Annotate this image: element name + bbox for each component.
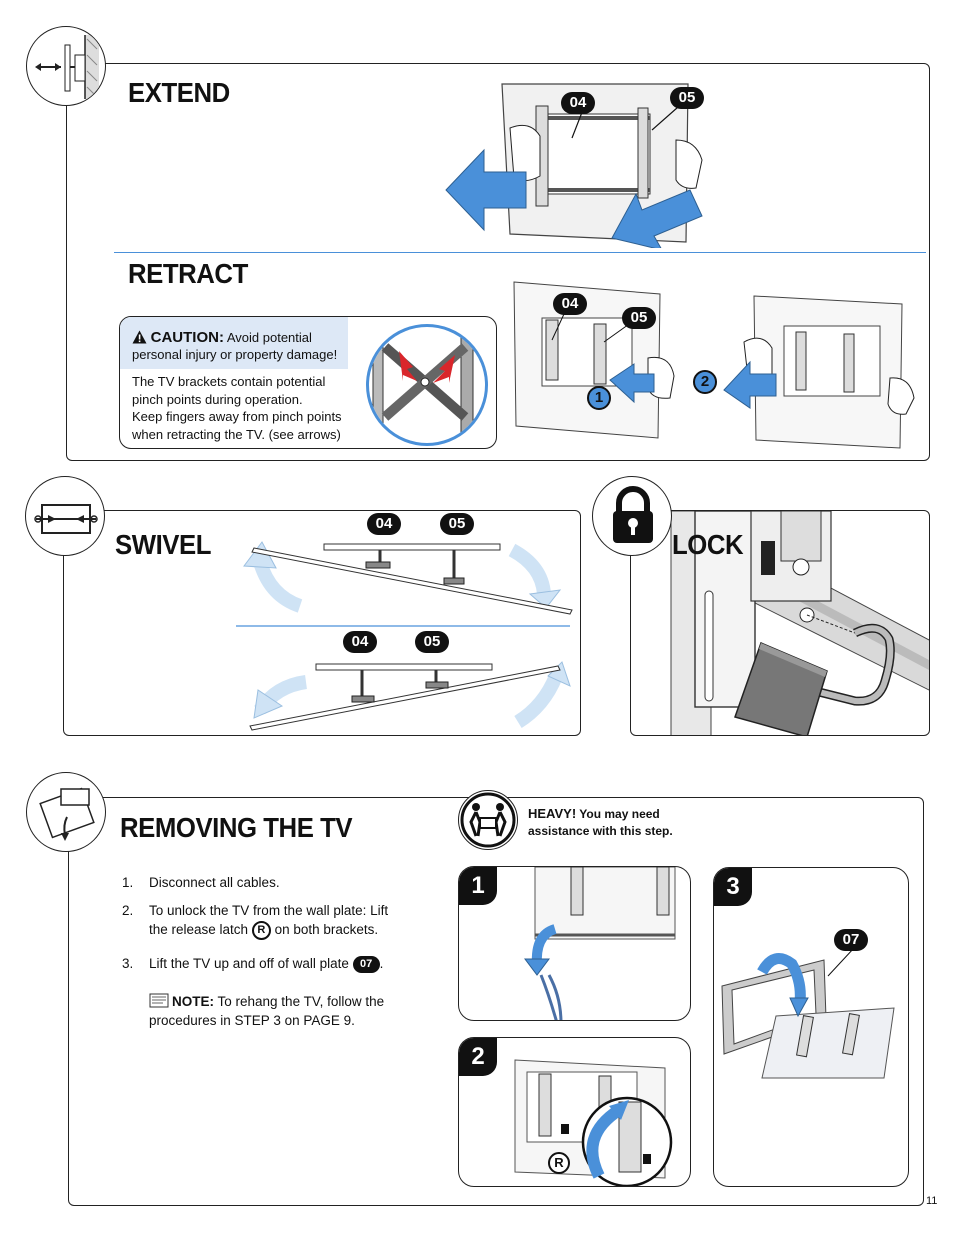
retract-callout-04: 04: [553, 293, 587, 315]
retract-step-1: 1: [587, 386, 611, 410]
caution-headline: CAUTION: Avoid potential personal injury…: [132, 329, 362, 363]
retract-callout-05: 05: [622, 307, 656, 329]
wall-plate-callout-07: 07: [834, 929, 868, 951]
step-number: 1.: [122, 875, 134, 890]
step-number: 3.: [122, 956, 134, 971]
figure-step-3: 3 07: [713, 867, 909, 1187]
caution-body-line: The TV brackets contain potential: [132, 374, 326, 389]
release-latch-callout: R: [548, 1152, 570, 1174]
heavy-label: HEAVY!: [528, 806, 577, 821]
remove-tv-icon: [26, 772, 106, 852]
figure-step-number: 3: [714, 868, 752, 906]
caution-body-line: pinch points during operation.: [132, 391, 303, 407]
caution-header: [120, 317, 348, 369]
extend-title: EXTEND: [128, 77, 230, 108]
step-number: 2.: [122, 903, 134, 918]
heavy-warning: HEAVY! You may need assistance with this…: [528, 805, 728, 840]
caution-body: The TV brackets contain potential pinch …: [132, 373, 357, 443]
release-latch-badge: R: [251, 920, 271, 940]
swivel-top-callout-05: 05: [440, 513, 474, 535]
figure-step-number: 1: [459, 867, 497, 905]
note-icon: [149, 993, 169, 1008]
instruction-step-3: 3. Lift the TV up and off of wall plate …: [122, 954, 412, 974]
note: NOTE: To rehang the TV, follow the proce…: [149, 992, 399, 1032]
caution-body-line: Keep fingers away from pinch points: [132, 409, 342, 424]
instruction-step-1: 1. Disconnect all cables.: [122, 873, 412, 893]
page-number: 11: [926, 1195, 938, 1207]
retract-illustration-1: [512, 280, 678, 440]
retract-step-2: 2: [693, 370, 717, 394]
caution-label: CAUTION:: [150, 329, 224, 346]
swivel-title: SWIVEL: [115, 529, 211, 560]
step-text: Lift the TV up and off of wall plate: [149, 956, 349, 971]
extend-retract-icon: [26, 26, 106, 106]
swivel-bottom-callout-04: 04: [343, 631, 377, 653]
pinch-point-detail: [366, 324, 488, 446]
caution-headline-line2: personal injury or property damage!: [132, 347, 338, 362]
wall-plate-badge: 07: [352, 955, 380, 973]
removing-tv-title: REMOVING THE TV: [120, 812, 353, 843]
retract-illustration-2: [694, 292, 916, 452]
heavy-text-line2: assistance with this step.: [528, 824, 673, 838]
heavy-text-line1: You may need: [579, 807, 660, 821]
lock-icon: [592, 476, 672, 556]
figure-step-1: 1: [458, 866, 691, 1021]
section-divider: [114, 252, 926, 253]
step-text: on both brackets.: [274, 922, 379, 937]
extend-callout-05: 05: [670, 87, 704, 109]
retract-title: RETRACT: [128, 258, 248, 289]
step-text: .: [379, 956, 384, 971]
figure-step-number: 2: [459, 1038, 497, 1076]
note-label: NOTE:: [172, 994, 214, 1009]
figure-step-2: 2 R: [458, 1037, 691, 1187]
step-text: Disconnect all cables.: [149, 875, 280, 890]
lock-panel: [630, 510, 930, 736]
step-text: To unlock the TV from the wall plate: Li…: [149, 903, 389, 937]
extend-illustration: [440, 78, 710, 248]
swivel-top-callout-04: 04: [367, 513, 401, 535]
swivel-bottom-callout-05: 05: [415, 631, 449, 653]
extend-callout-04: 04: [561, 92, 595, 114]
swivel-icon: [25, 476, 105, 556]
caution-headline-rest: Avoid potential: [226, 330, 312, 345]
warning-triangle-icon: [132, 330, 147, 344]
caution-body-line: when retracting the TV. (see arrows): [132, 426, 341, 442]
note-text: To rehang the TV, follow the procedures …: [149, 994, 385, 1028]
lock-title: LOCK: [672, 529, 744, 560]
two-person-lift-icon: [458, 790, 518, 850]
instruction-step-2: 2. To unlock the TV from the wall plate:…: [122, 901, 412, 941]
caution-box: CAUTION: Avoid potential personal injury…: [119, 316, 497, 449]
swivel-illustration: [236, 510, 576, 736]
